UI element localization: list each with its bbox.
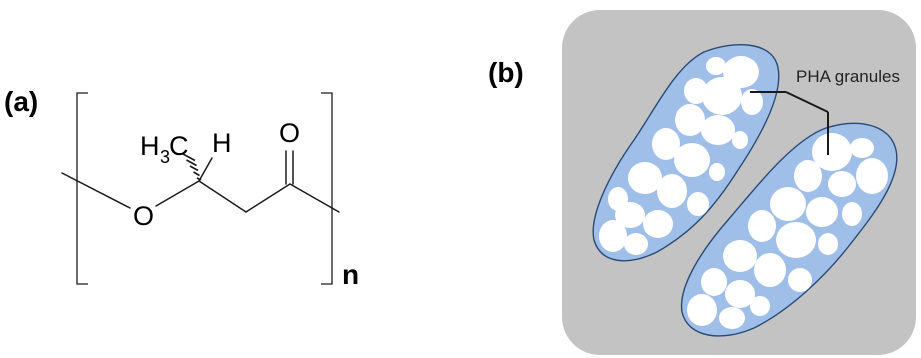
hashed-wedge-bond (182, 153, 202, 181)
ester-o-label: O (133, 201, 154, 231)
bond-o-to-chiral-c (155, 180, 200, 207)
left-bracket (76, 92, 88, 285)
pha-granules-label: PHA granules (796, 67, 900, 86)
repeat-unit-subscript: n (342, 259, 359, 290)
bond-c-to-h (198, 157, 213, 182)
bond-ch2-to-carbonyl-c (245, 183, 291, 213)
panel-b-label: (b) (488, 57, 524, 88)
bond-chiral-c-to-ch2 (198, 180, 247, 213)
right-bracket (321, 92, 333, 285)
stereo-h-label: H (212, 128, 232, 158)
callout-leader (750, 91, 829, 155)
panel-a: (a) H 3 C H O O n (4, 86, 359, 290)
methyl-h-label: H (140, 131, 160, 161)
bacterial-cell-2 (680, 122, 898, 337)
bond-left-terminal (61, 172, 131, 209)
cell-1-granules (599, 56, 763, 255)
panel-a-label: (a) (4, 86, 38, 117)
cell-2-granules (687, 133, 888, 329)
panel-b: (b) (488, 10, 916, 355)
methyl-c-label: C (169, 131, 189, 161)
bacterial-cell-1 (592, 44, 780, 262)
bond-carbonyl-to-right (289, 183, 340, 213)
bond-lines (61, 150, 340, 213)
methyl-subscript: 3 (160, 147, 170, 167)
carbonyl-o-label: O (279, 118, 300, 148)
